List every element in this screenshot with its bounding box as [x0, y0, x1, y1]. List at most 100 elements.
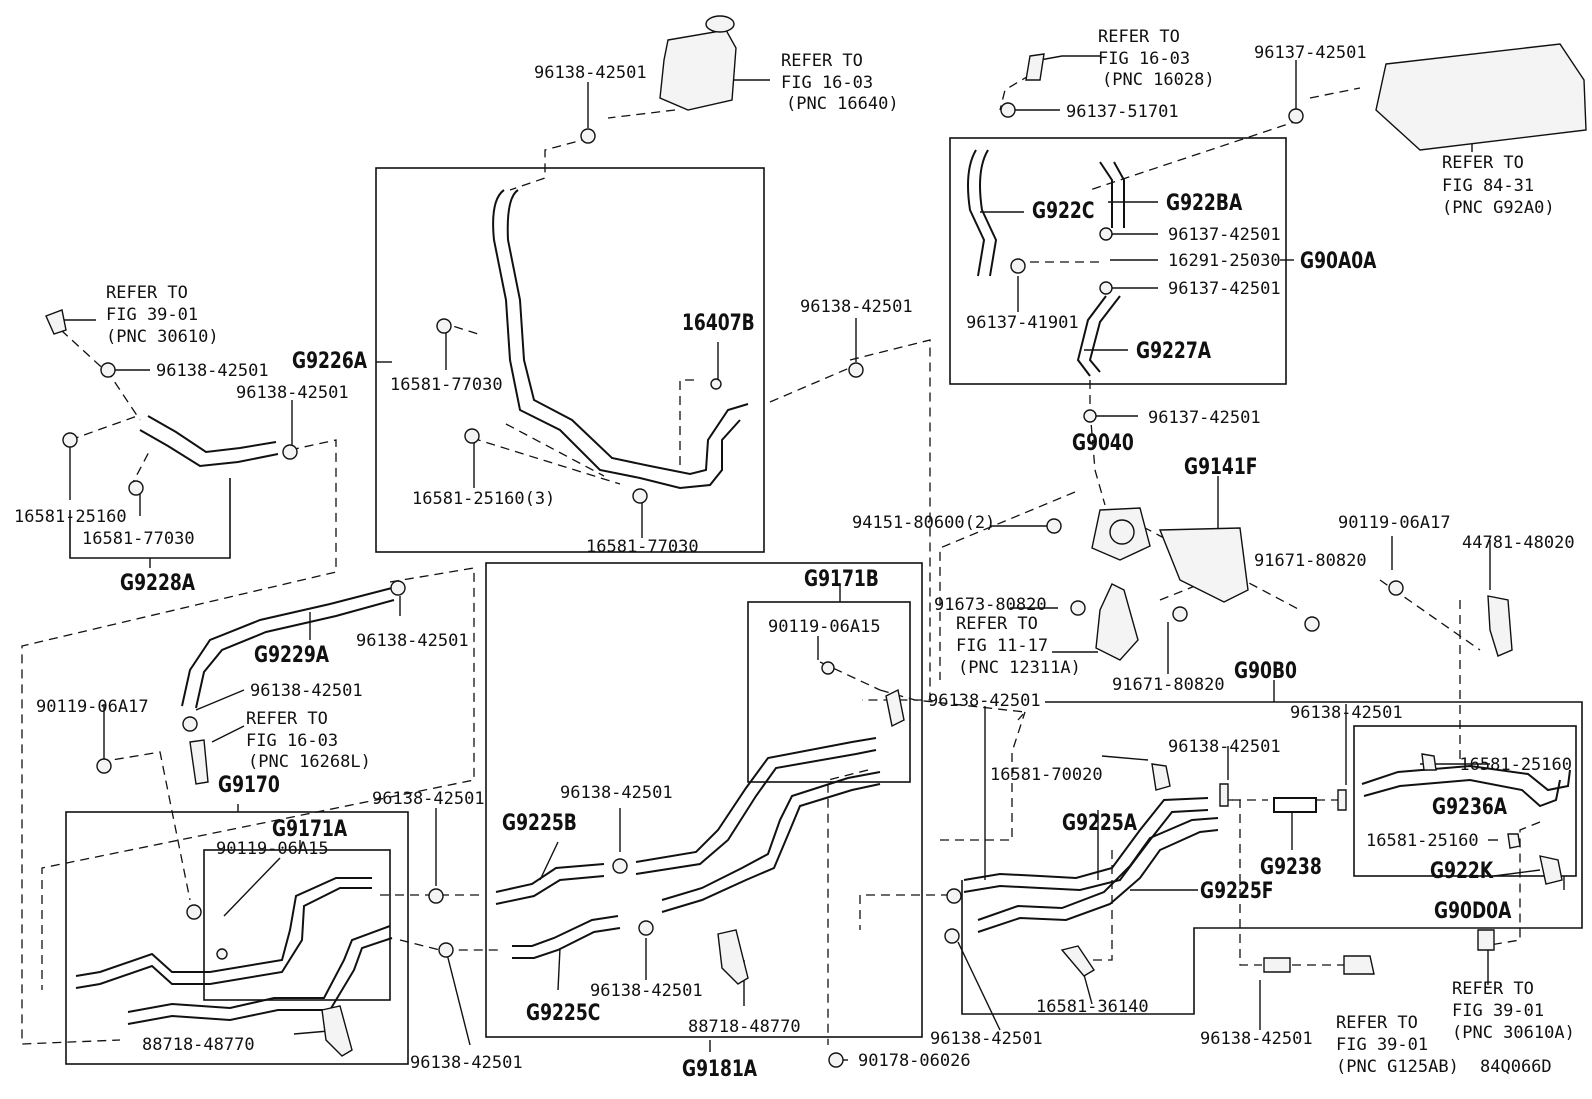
box-g9181a — [485, 562, 923, 1038]
label-g9236a: G9236A — [1432, 794, 1508, 820]
label-96138-42501-g90b0-right: 96138-42501 — [1290, 703, 1403, 723]
box-g9171a — [203, 849, 391, 1001]
label-96138-42501-left: 96138-42501 — [156, 361, 269, 381]
label-88718-48770-center: 88718-48770 — [688, 1017, 801, 1037]
note-refer-16028-line2: FIG 16-03 — [1098, 49, 1190, 69]
note-refer-16028-line3: (PNC 16028) — [1102, 70, 1215, 90]
clamp-88718-shape — [717, 929, 749, 985]
label-96138-42501-refer: 96138-42501 — [250, 681, 363, 701]
label-16581-77030-bottom: 16581-77030 — [586, 537, 699, 557]
label-96138-42501-bottom: 96138-42501 — [410, 1053, 523, 1073]
note-refer-30610-line3: (PNC 30610) — [106, 327, 219, 347]
label-90178-06026: 90178-06026 — [858, 1051, 971, 1071]
label-96138-42501-g9228a: 96138-42501 — [236, 383, 349, 403]
label-96137-42501-lower: 96137-42501 — [1168, 279, 1281, 299]
label-g9226a: G9226A — [292, 348, 368, 374]
label-16581-25160-3: 16581-25160(3) — [412, 489, 555, 509]
note-refer-16640-line3: (PNC 16640) — [786, 94, 899, 114]
note-refer-1117-line1: REFER TO — [956, 614, 1038, 634]
note-refer-16268l-line3: (PNC 16268L) — [248, 752, 371, 772]
clamp-36140-shape — [1060, 945, 1095, 977]
label-96138-42501-right: 96138-42501 — [800, 297, 913, 317]
label-91671-80820-lower: 91671-80820 — [1112, 675, 1225, 695]
label-16581-25160-g9228a: 16581-25160 — [14, 507, 127, 527]
label-g9225f: G9225F — [1200, 878, 1274, 904]
label-96138-42501-g90b0: 96138-42501 — [928, 691, 1041, 711]
label-90119-06a17-right: 90119-06A17 — [1338, 513, 1451, 533]
note-refer-30610-line1: REFER TO — [106, 283, 188, 303]
note-refer-16640-line1: REFER TO — [781, 51, 863, 71]
note-refer-30610a-line3: (PNC 30610A) — [1452, 1023, 1575, 1043]
reservoir-tank-shape — [659, 29, 737, 111]
label-g922k: G922K — [1430, 858, 1494, 884]
label-96138-42501-center: 96138-42501 — [1168, 737, 1281, 757]
label-g922ba: G922BA — [1166, 190, 1243, 216]
label-96137-51701: 96137-51701 — [1066, 102, 1179, 122]
label-88718-48770-left: 88718-48770 — [142, 1035, 255, 1055]
clip-markers — [62, 102, 1404, 1068]
assembly-labels: G9226A 16407B G922C G922BA G90A0A G9227A… — [120, 190, 1512, 1082]
note-refer-16028-line1: REFER TO — [1098, 27, 1180, 47]
label-96137-41901: 96137-41901 — [966, 313, 1079, 333]
label-96138-42501-g9170: 96138-42501 — [372, 789, 485, 809]
label-96137-42501-upper: 96137-42501 — [1168, 225, 1281, 245]
mount-bracket-shape — [1095, 583, 1139, 661]
note-refer-30610-line2: FIG 39-01 — [106, 305, 198, 325]
note-refer-8431-line3: (PNC G92A0) — [1442, 198, 1555, 218]
label-90119-06a15-left: 90119-06A15 — [216, 839, 329, 859]
label-90119-06a17-left: 90119-06A17 — [36, 697, 149, 717]
label-16581-25160-g90d0a: 16581-25160 — [1366, 831, 1479, 851]
label-94151-80600-2: 94151-80600(2) — [852, 513, 995, 533]
clamp-88718-left-shape — [321, 1005, 353, 1057]
label-16581-77030-g9228a: 16581-77030 — [82, 529, 195, 549]
box-g90a0a — [949, 137, 1287, 385]
label-g9181a: G9181A — [682, 1056, 758, 1082]
label-16581-70020: 16581-70020 — [990, 765, 1103, 785]
label-91673-80820: 91673-80820 — [934, 595, 1047, 615]
label-16407b: 16407B — [682, 310, 755, 336]
diagram-id: 84Q066D — [1480, 1057, 1552, 1077]
box-g9170 — [65, 811, 409, 1065]
label-g9225c: G9225C — [526, 1000, 600, 1026]
inverter-unit-shape — [1375, 43, 1587, 151]
label-96137-42501-g9040: 96137-42501 — [1148, 408, 1261, 428]
label-44781-48020: 44781-48020 — [1462, 533, 1575, 553]
label-96137-42501-inverter: 96137-42501 — [1254, 43, 1367, 63]
label-g9225a: G9225A — [1062, 810, 1138, 836]
label-90119-06a15-box: 90119-06A15 — [768, 617, 881, 637]
note-refer-g125ab-line3: (PNC G125AB) — [1336, 1057, 1459, 1077]
note-refer-16268l-line1: REFER TO — [246, 709, 328, 729]
label-96138-42501-g9225c: 96138-42501 — [590, 981, 703, 1001]
label-96138-42501-g9229a: 96138-42501 — [356, 631, 469, 651]
note-refer-8431-line2: FIG 84-31 — [1442, 176, 1534, 196]
label-g922c: G922C — [1032, 198, 1094, 224]
note-refer-8431-line1: REFER TO — [1442, 153, 1524, 173]
note-refer-30610a-line2: FIG 39-01 — [1452, 1001, 1544, 1021]
label-96138-42501-g125ab: 96138-42501 — [1200, 1029, 1313, 1049]
label-g9228a: G9228A — [120, 570, 196, 596]
label-g9229a: G9229A — [254, 642, 330, 668]
label-g9171b: G9171B — [804, 566, 879, 592]
label-16581-77030-box: 16581-77030 — [390, 375, 503, 395]
label-g90a0a: G90A0A — [1300, 248, 1377, 274]
box-g90b0 — [961, 701, 1583, 1015]
label-g9227a: G9227A — [1136, 338, 1212, 364]
refer-to-notes: REFER TO FIG 16-03 (PNC 16640) REFER TO … — [106, 27, 1575, 1077]
note-refer-g125ab-line2: FIG 39-01 — [1336, 1035, 1428, 1055]
pump-bracket-shape — [1158, 527, 1249, 603]
label-g9040: G9040 — [1072, 430, 1134, 456]
label-91671-80820-upper: 91671-80820 — [1254, 551, 1367, 571]
hoses — [75, 149, 1571, 1025]
label-16581-25160-g9236a: 16581-25160 — [1459, 755, 1572, 775]
label-g9141f: G9141F — [1184, 454, 1258, 480]
note-refer-1117-line3: (PNC 12311A) — [958, 658, 1081, 678]
label-g90d0a: G90D0A — [1434, 898, 1512, 924]
label-16581-36140: 16581-36140 — [1036, 997, 1149, 1017]
label-96138-42501-g90b0-bottom: 96138-42501 — [930, 1029, 1043, 1049]
label-g9170: G9170 — [218, 772, 280, 798]
note-refer-g125ab-line1: REFER TO — [1336, 1013, 1418, 1033]
bracket-44781-shape — [1487, 595, 1513, 657]
part-number-labels: 96138-42501 96137-51701 96137-42501 9613… — [14, 43, 1575, 1073]
box-g90d0a — [1353, 725, 1577, 877]
